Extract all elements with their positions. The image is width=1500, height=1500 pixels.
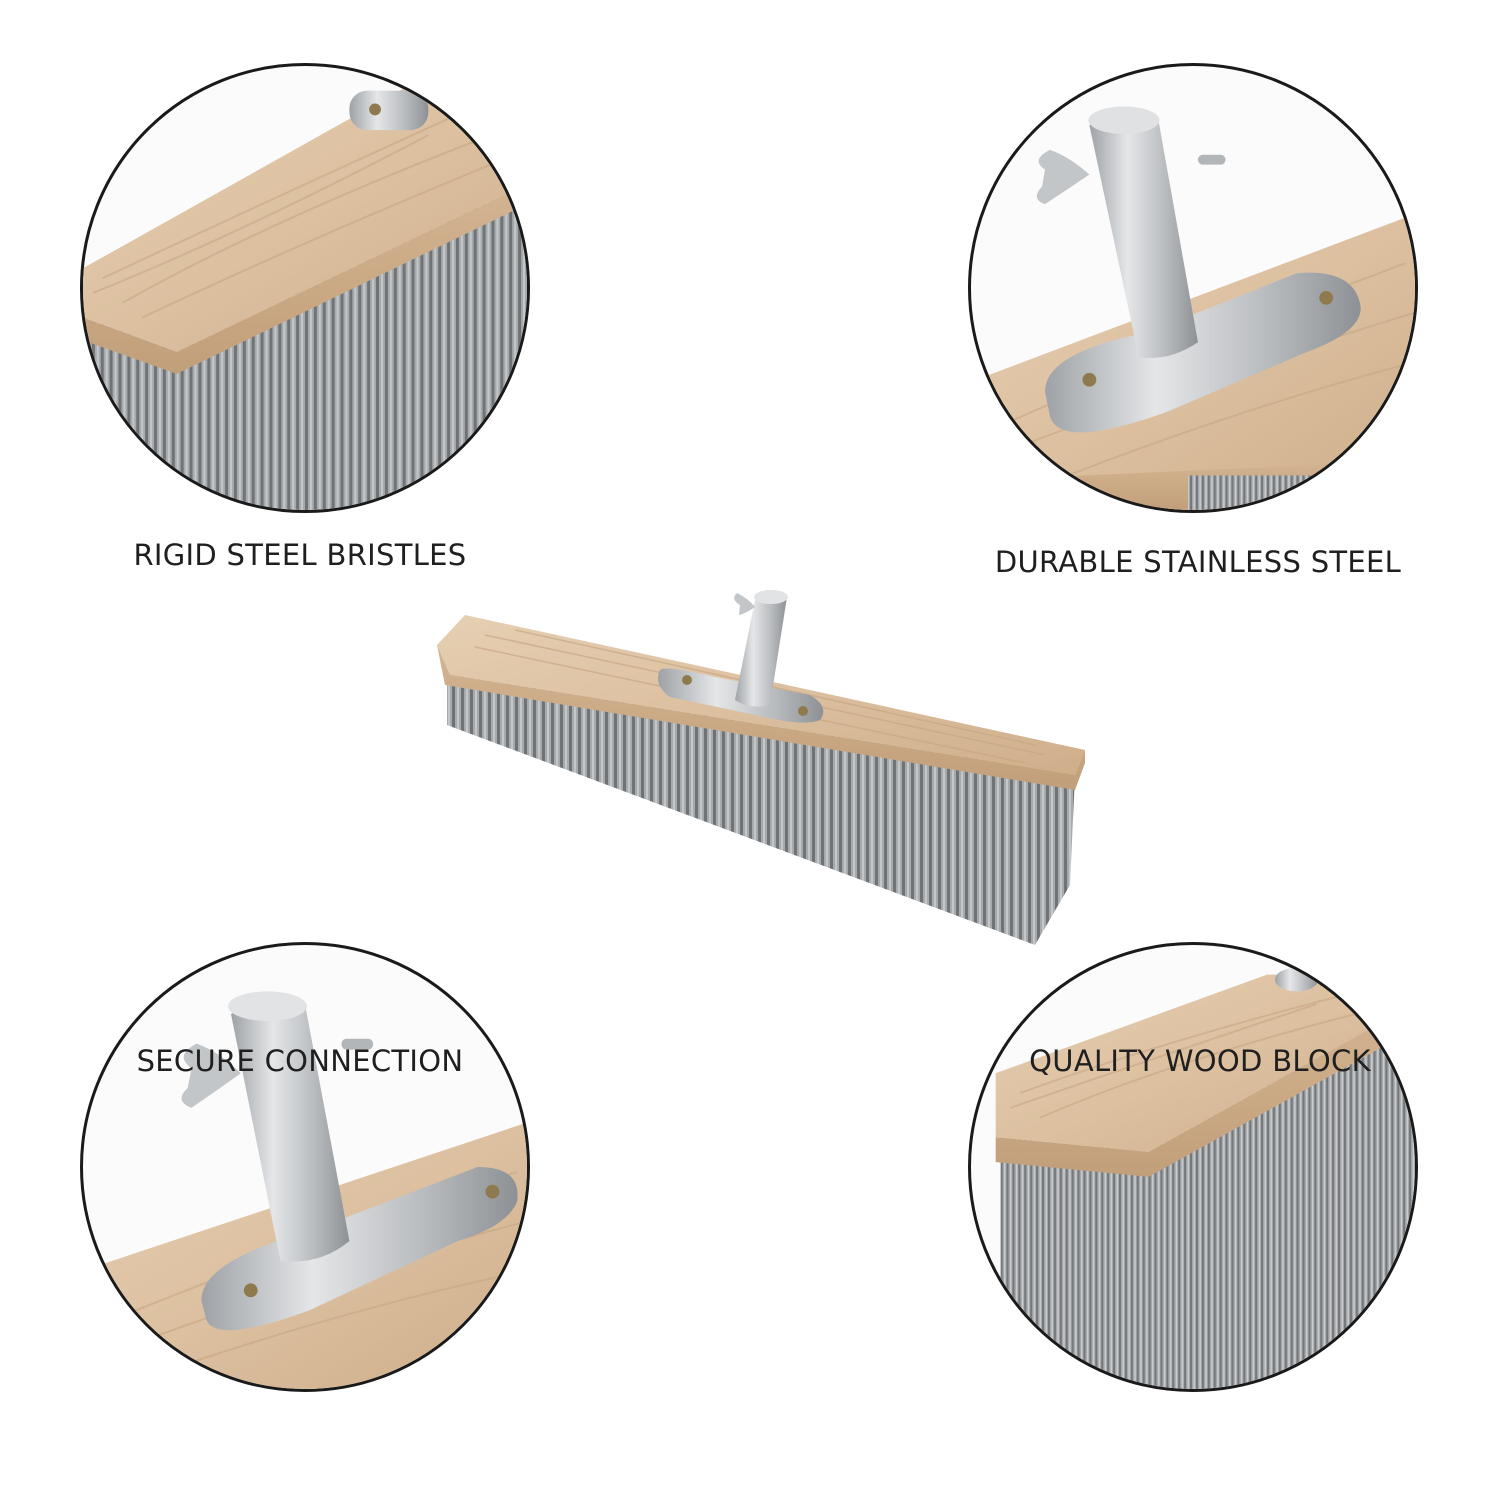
feature-circle-stainless-steel: [968, 63, 1418, 513]
brush-icon: [437, 590, 1085, 945]
feature-circle-wood-block: [968, 942, 1418, 1392]
feature-caption: QUALITY WOOD BLOCK: [1029, 1044, 1371, 1078]
feature-circle-secure-connection: [80, 942, 530, 1392]
feature-circle-bristles: [80, 63, 530, 513]
feature-caption: SECURE CONNECTION: [136, 1044, 464, 1078]
feature-caption: RIGID STEEL BRISTLES: [133, 538, 467, 572]
bristles-closeup-icon: [83, 85, 527, 510]
bracket-closeup-icon: [971, 106, 1415, 510]
feature-caption: DURABLE STAINLESS STEEL: [994, 545, 1402, 579]
wood-block-closeup-icon: [995, 967, 1415, 1389]
brush-product-image: [425, 585, 1095, 955]
bracket-closeup-icon: [83, 991, 527, 1389]
